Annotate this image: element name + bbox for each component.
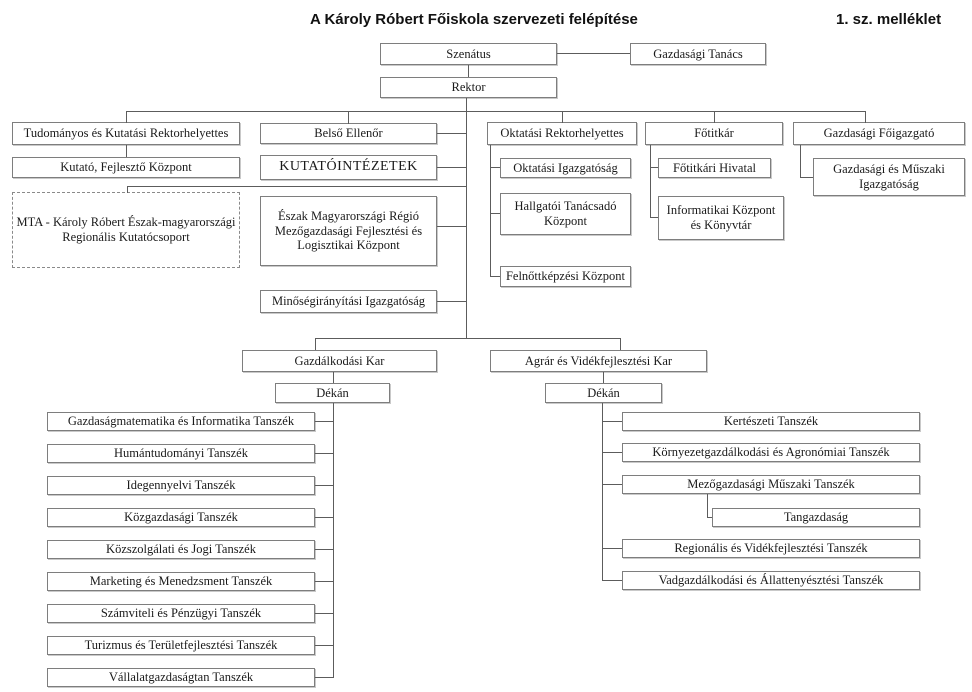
connector-felnottkepzesi-stub [490,276,500,277]
node-tanszek-turizmus: Turizmus és Területfejlesztési Tanszék [47,636,315,655]
connector-gazdasagi-muszaki-elbow-v [800,145,801,178]
connector-hallgatoi-stub [490,213,500,214]
node-tanszek-kerteszeti: Kertészeti Tanszék [622,412,920,431]
node-tudomanyos-rektorhelyettes: Tudományos és Kutatási Rektorhelyettes [12,122,240,145]
connector-oktatasi-igazgatosag-stub [490,167,500,168]
connector-left-dept-trunk [333,403,334,678]
connector-left-dept-stub-7 [315,613,333,614]
node-kutato-fejleszto-kozpont: Kutató, Fejlesztő Központ [12,157,240,178]
node-tanszek-kozgazdasagi: Közgazdasági Tanszék [47,508,315,527]
connector-tangazdasag-drop [707,494,708,517]
connector-rektor-spine [126,111,866,112]
node-fotitkari-hivatal: Főtitkári Hivatal [658,158,771,178]
node-mta-kutatocsoport: MTA - Károly Róbert Észak-magyarországi … [12,192,240,268]
node-agrar-kar: Agrár és Vidékfejlesztési Kar [490,350,707,372]
node-tanszek-gazdasagmatematika: Gazdaságmatematika és Informatika Tanszé… [47,412,315,431]
connector-right-dept-stub-3 [602,484,622,485]
connector-eszak-kozpont-stub [437,226,466,227]
connector-szenatus-gazdasagi-tanacs [557,53,630,54]
connector-right-dept-stub-5 [602,580,622,581]
connector-left-dept-stub-5 [315,549,333,550]
connector-left-dept-stub-6 [315,581,333,582]
node-tanszek-vadgazdalkodasi: Vadgazdálkodási és Állattenyésztési Tans… [622,571,920,590]
node-tanszek-mezogazdasagi-muszaki: Mezőgazdasági Műszaki Tanszék [622,475,920,494]
node-fotitkar: Főtitkár [645,122,783,145]
connector-szenatus-rektor [468,65,469,77]
connector-tangazdasag-stub [707,517,712,518]
node-kutatointezetek: KUTATÓINTÉZETEK [260,155,437,180]
node-tanszek-regionalis: Regionális és Vidékfejlesztési Tanszék [622,539,920,558]
node-gazdalkodasi-kar: Gazdálkodási Kar [242,350,437,372]
node-tanszek-kozszolgalati: Közszolgálati és Jogi Tanszék [47,540,315,559]
connector-drop-gazdalkodasi-kar [315,338,316,350]
page-title: A Károly Róbert Főiskola szervezeti felé… [310,11,638,28]
connector-kar-split [315,338,620,339]
node-gazdasagi-foigazgato: Gazdasági Főigazgató [793,122,965,145]
connector-agrar-dekan [603,372,604,383]
connector-drop-fotitkar [714,111,715,123]
connector-mta-elbow-h [127,186,466,187]
connector-right-dept-stub-2 [602,452,622,453]
connector-right-dept-stub-4 [602,548,622,549]
node-tanszek-idegennyelvi: Idegennyelvi Tanszék [47,476,315,495]
node-tanszek-kornyezetgazdalkodasi: Környezetgazdálkodási és Agronómiai Tans… [622,443,920,462]
connector-right-dept-trunk [602,403,603,581]
node-eszak-kozpont: Észak Magyarországi Régió Mezőgazdasági … [260,196,437,266]
node-tanszek-marketing: Marketing és Menedzsment Tanszék [47,572,315,591]
node-minosegiranyitasi-igazgatosag: Minőségirányítási Igazgatóság [260,290,437,313]
connector-left-dept-stub-4 [315,517,333,518]
connector-fotitkar-children-trunk [650,145,651,218]
connector-mta-elbow-v [127,186,128,193]
connector-drop-belso-ellenor [348,111,349,124]
connector-drop-gazdasagi-foigazgato [865,111,866,123]
connector-left-dept-stub-2 [315,453,333,454]
node-tanszek-szamviteli: Számviteli és Pénzügyi Tanszék [47,604,315,623]
connector-oktatasi-children-trunk [490,145,491,277]
connector-belso-ellenor-stub [437,133,466,134]
node-szenatus: Szenátus [380,43,557,65]
node-oktatasi-rektorhelyettes: Oktatási Rektorhelyettes [487,122,637,145]
connector-left-dept-stub-1 [315,421,333,422]
connector-drop-tudomanyos [126,111,127,123]
connector-fotitkari-hivatal-stub [650,167,658,168]
connector-drop-agrar-kar [620,338,621,350]
node-oktatasi-igazgatosag: Oktatási Igazgatóság [500,158,631,178]
connector-kutatointezetek-stub [437,167,466,168]
connector-drop-oktatasi [562,111,563,123]
connector-left-dept-stub-3 [315,485,333,486]
node-tanszek-humantudomanyi: Humántudományi Tanszék [47,444,315,463]
connector-minosegiranyitasi-stub [437,301,466,302]
node-belso-ellenor: Belső Ellenőr [260,123,437,144]
connector-tudomanyos-kutato [126,145,127,157]
node-gazdasagi-tanacs: Gazdasági Tanács [630,43,766,65]
node-dekan-agrar: Dékán [545,383,662,403]
connector-informatikai-stub [650,217,658,218]
connector-gazdasagi-muszaki-elbow-h [800,177,813,178]
node-gazdasagi-muszaki-igazgatosag: Gazdasági és Műszaki Igazgatóság [813,158,965,196]
node-rektor: Rektor [380,77,557,98]
node-tangazdasag: Tangazdaság [712,508,920,527]
node-tanszek-vallalatgazdasagtan: Vállalatgazdaságtan Tanszék [47,668,315,687]
connector-gazdalkodasi-dekan [333,372,334,383]
connector-right-dept-stub-1 [602,421,622,422]
connector-rektor-trunk [466,98,467,338]
annex-label: 1. sz. melléklet [836,11,942,28]
node-dekan-gazdalkodasi: Dékán [275,383,390,403]
connector-left-dept-stub-8 [315,645,333,646]
node-felnottkepzesi-kozpont: Felnőttképzési Központ [500,266,631,287]
node-hallgatoi-tanacsado-kozpont: Hallgatói Tanácsadó Központ [500,193,631,235]
connector-left-dept-stub-9 [315,677,333,678]
node-informatikai-kozpont: Informatikai Központ és Könyvtár [658,196,784,240]
